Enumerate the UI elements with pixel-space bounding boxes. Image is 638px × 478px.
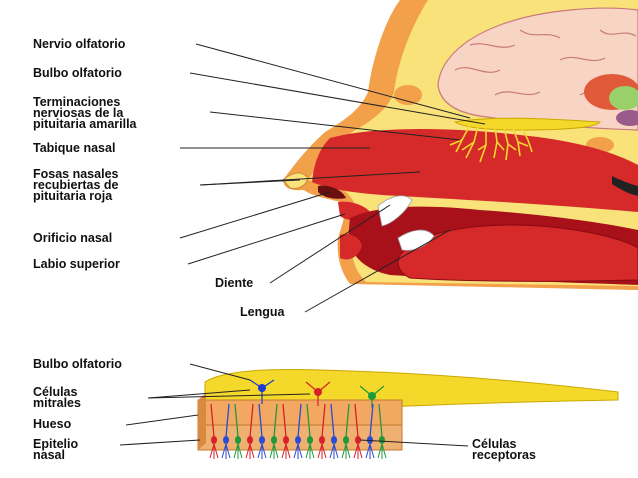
labels: Nervio olfatorio Bulbo olfatorio Termina… [33,37,536,462]
leader-lines [119,43,486,447]
sinus-frontal [394,85,422,105]
receptor-cell [269,403,279,459]
receptor-cell [353,403,363,459]
receptor-cells [209,403,387,459]
receptor-cell [317,403,327,459]
throat-edge [612,176,638,196]
receptor-cell [221,403,231,459]
receptor-cell [293,403,303,459]
label-epitelio-nasal: Epitelio nasal [33,437,82,462]
tooth-upper [377,195,413,227]
receptor-cell [233,403,243,459]
label-fosas-nasales: Fosas nasales recubiertas de pituitaria … [33,167,122,203]
label-labio-superior: Labio superior [33,257,120,271]
label-terminaciones: Terminaciones nerviosas de la pituitaria… [33,95,138,131]
receptor-cell [245,403,255,459]
thalamus [609,86,638,110]
label-diente: Diente [215,276,253,290]
label-celulas-mitrales: Células mitrales [33,385,81,410]
label-nervio-olfatorio: Nervio olfatorio [33,37,126,51]
brain-stem-blob [616,110,638,126]
mitral-cells [249,379,385,408]
nose-tip [282,172,309,189]
bone-layer-front [198,393,206,425]
receptor-cell [329,403,339,459]
label-lengua: Lengua [240,305,285,319]
label-hueso: Hueso [33,417,72,431]
receptor-cell [257,403,267,459]
olfactory-epithelium-detail [197,369,619,459]
brain-folds [454,29,637,96]
lower-lip [340,234,362,260]
olfactory-nerve-endings [449,124,533,163]
label-bulbo-olfatorio-bottom: Bulbo olfatorio [33,357,122,371]
receptor-cell [305,403,315,459]
receptor-cell [281,403,291,459]
head-cross-section [282,0,638,290]
epithelium-layer-front [198,418,206,450]
nasal-cavity [312,129,638,212]
nostril [318,185,346,199]
tooth-lower [397,229,435,251]
tongue [397,224,638,282]
receptor-cell [365,403,375,459]
label-bulbo-olfatorio-top: Bulbo olfatorio [33,66,122,80]
receptor-cell [341,403,351,459]
receptor-cell [209,403,219,459]
receptor-cell [377,403,387,459]
label-orificio-nasal: Orificio nasal [33,231,112,245]
label-tabique-nasal: Tabique nasal [33,141,115,155]
label-celulas-receptoras: Células receptoras [472,437,536,462]
